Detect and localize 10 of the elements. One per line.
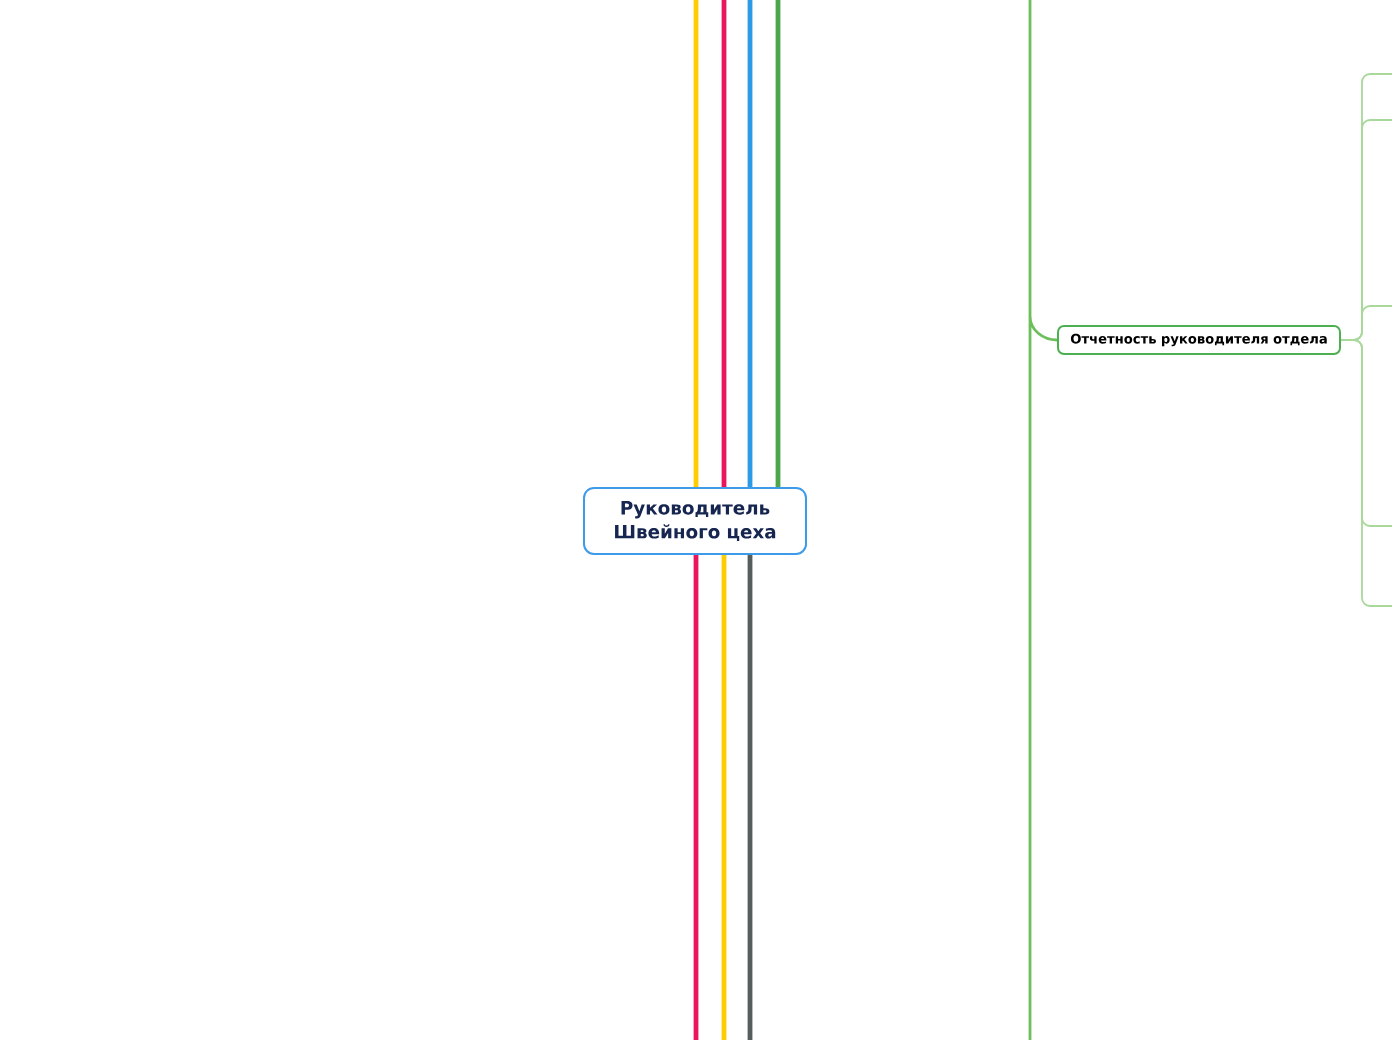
branch-line <box>721 555 727 1040</box>
branch-line <box>747 555 753 1040</box>
branch-line <box>693 555 699 1040</box>
branch-line <box>1340 339 1392 607</box>
topic-box: Руководитель Швейного цеха <box>583 487 807 555</box>
branch-line <box>721 0 727 487</box>
branch-line <box>775 0 781 487</box>
branch-line <box>693 0 699 487</box>
branch-line <box>747 0 753 487</box>
branch-line <box>1028 0 1059 1040</box>
